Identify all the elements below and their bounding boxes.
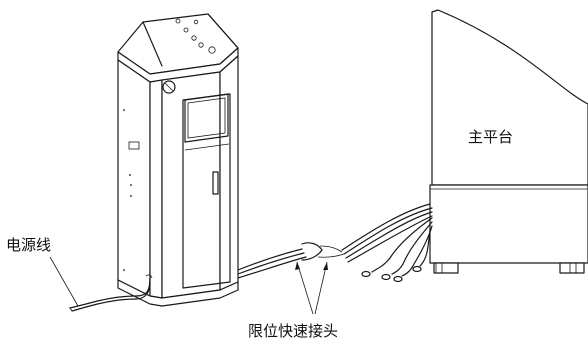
platform-base	[429, 184, 588, 264]
limit-cable-bundle	[237, 203, 433, 283]
platform-upper	[431, 9, 588, 186]
limit-connector-label: 限位快速接头	[248, 322, 338, 340]
connector-plug	[361, 270, 371, 278]
cabinet-left-side	[117, 59, 151, 297]
platform-foot-left	[433, 262, 459, 274]
cabinet-corner-face	[149, 79, 163, 299]
power-cable	[69, 277, 151, 312]
main-platform	[429, 9, 588, 274]
roof-buttons	[175, 18, 216, 54]
rotary-switch-icon	[162, 80, 176, 94]
connector-plug	[412, 265, 422, 273]
connector-plug	[381, 273, 391, 281]
door-handle	[212, 171, 219, 195]
cabinet-right-side	[219, 55, 239, 291]
control-cabinet	[117, 13, 239, 307]
cabinet-front	[161, 71, 221, 299]
display-window	[184, 93, 229, 143]
platform-foot-right	[559, 262, 585, 274]
connector-plug	[393, 275, 403, 283]
limit-connector-leaders	[295, 261, 328, 315]
cable-entry	[145, 274, 153, 279]
power-cable-leader	[49, 256, 79, 307]
main-platform-label: 主平台	[468, 128, 513, 146]
side-vent	[128, 141, 140, 150]
power-cable-label: 电源线	[6, 236, 51, 254]
